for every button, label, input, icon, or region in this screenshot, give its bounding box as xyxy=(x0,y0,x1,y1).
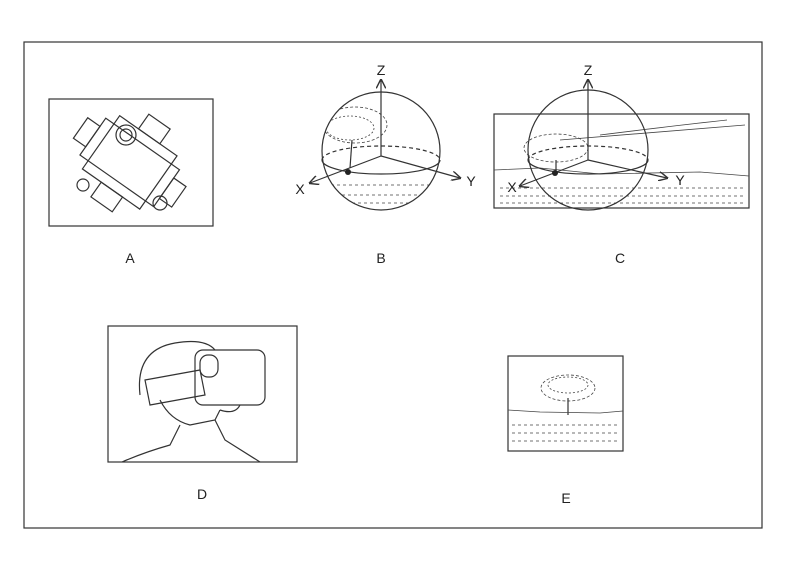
figure-b-x-axis-label: X xyxy=(295,181,305,197)
figure-c-panorama xyxy=(493,80,750,211)
figure-c-z-axis-label: Z xyxy=(584,62,593,78)
figure-c-label: C xyxy=(615,250,625,266)
figure-e-viewport xyxy=(507,355,624,452)
figure-a-camera-rig xyxy=(48,98,214,227)
figure-b-y-axis-label: Y xyxy=(466,173,476,189)
headset-icon xyxy=(194,349,266,406)
figure-c-y-axis-label: Y xyxy=(675,172,685,188)
figure-e-label: E xyxy=(561,490,570,506)
tree-icon xyxy=(322,106,388,169)
figure-c-x-axis-label: X xyxy=(507,179,517,195)
figure-d-label: D xyxy=(197,486,207,502)
figure-a-label: A xyxy=(125,250,135,266)
figure-b-label: B xyxy=(376,250,385,266)
figure-d-vr-headset-user xyxy=(107,325,298,463)
figure-b-sphere xyxy=(310,80,460,211)
figure-b-z-axis-label: Z xyxy=(377,62,386,78)
sheet-frame xyxy=(23,41,763,529)
